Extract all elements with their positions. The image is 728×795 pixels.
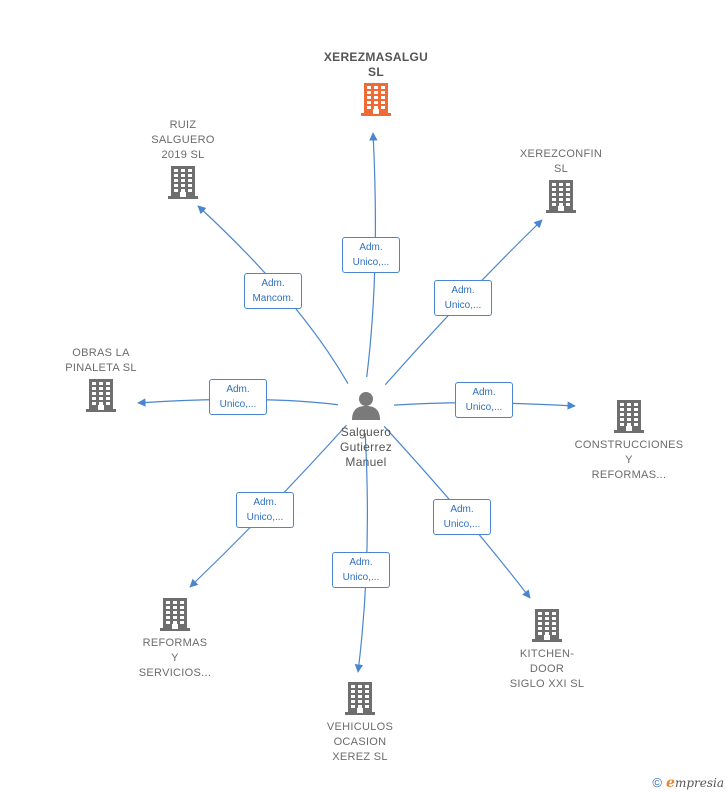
company-name: CONSTRUCCIONES Y REFORMAS... (574, 439, 684, 481)
building-icon (168, 166, 198, 199)
company-name: OBRAS LA PINALETA SL (65, 347, 137, 374)
building-icon (86, 379, 116, 412)
company-node-ruiz[interactable]: RUIZ SALGUERO 2019 SL (118, 118, 248, 204)
brand-logo-e: e (666, 775, 675, 791)
company-node-xerezmasalgu[interactable]: XEREZMASALGU SL (311, 50, 441, 121)
role-label-xerezconfin: Adm. Unico,... (434, 280, 492, 316)
brand-logo-text: mpresia (674, 776, 724, 790)
building-icon (532, 609, 562, 642)
building-icon (345, 682, 375, 715)
role-label-ruiz: Adm. Mancom. (244, 273, 302, 309)
person-name: Salguero Gutierrez Manuel (339, 425, 393, 469)
main-building-icon (361, 83, 391, 116)
role-label-construcciones: Adm. Unico,... (455, 382, 513, 418)
building-icon (546, 180, 576, 213)
company-node-obras[interactable]: OBRAS LA PINALETA SL (36, 346, 166, 417)
role-label-obras: Adm. Unico,... (209, 379, 267, 415)
role-label-vehiculos: Adm. Unico,... (332, 552, 390, 588)
company-node-xerezconfin[interactable]: XEREZCONFIN SL (496, 147, 626, 218)
person-icon (352, 392, 380, 420)
role-label-kitchen: Adm. Unico,... (433, 499, 491, 535)
company-name: RUIZ SALGUERO 2019 SL (151, 119, 215, 161)
company-name: REFORMAS Y SERVICIOS... (138, 637, 212, 679)
role-label-reformas: Adm. Unico,... (236, 492, 294, 528)
company-node-vehiculos[interactable]: VEHICULOS OCASION XEREZ SL (295, 679, 425, 765)
company-node-construcciones[interactable]: CONSTRUCCIONES Y REFORMAS... (564, 397, 694, 483)
copyright-symbol: © (652, 775, 663, 790)
company-name: XEREZCONFIN SL (519, 148, 603, 175)
building-icon (614, 400, 644, 433)
building-icon (160, 598, 190, 631)
footer-brand: ©empresia (652, 775, 724, 791)
company-name: XEREZMASALGU SL (323, 50, 429, 79)
role-label-xerezmasalgu: Adm. Unico,... (342, 237, 400, 273)
company-node-kitchen[interactable]: KITCHEN- DOOR SIGLO XXI SL (482, 606, 612, 692)
center-person-node[interactable]: Salguero Gutierrez Manuel (321, 390, 411, 470)
company-name: KITCHEN- DOOR SIGLO XXI SL (509, 648, 585, 690)
company-node-reformas[interactable]: REFORMAS Y SERVICIOS... (110, 595, 240, 681)
company-name: VEHICULOS OCASION XEREZ SL (326, 721, 394, 763)
